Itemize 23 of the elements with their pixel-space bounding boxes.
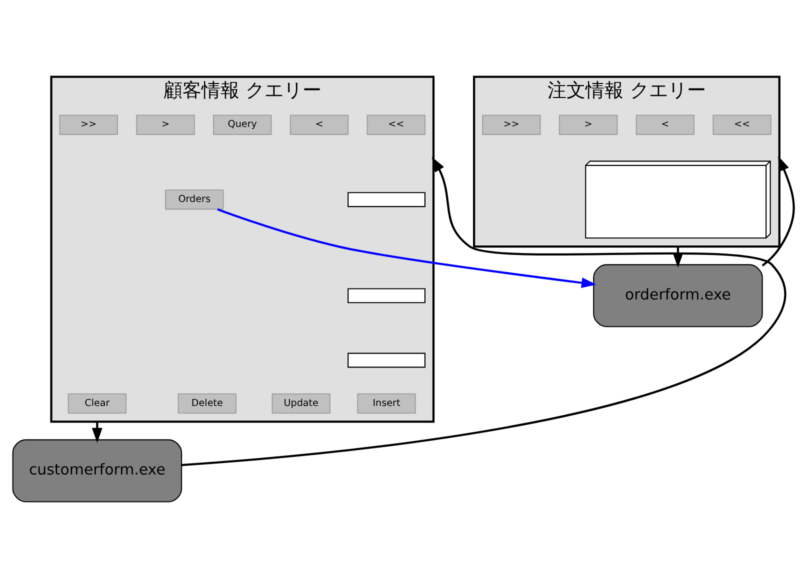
arrow — [217, 208, 596, 288]
node-box: Insert — [357, 393, 416, 414]
node-box: << — [712, 114, 772, 135]
node-box: Query — [213, 114, 272, 135]
arrow — [182, 156, 786, 466]
node-box: Delete — [178, 393, 237, 414]
arrow — [92, 422, 102, 443]
node-box: Update — [272, 393, 330, 414]
node-box: << — [366, 114, 426, 135]
node-box: > — [558, 114, 618, 135]
node-box: Orders — [164, 189, 224, 210]
node-box: orderform.exe — [593, 264, 763, 328]
node-box: customerform.exe — [12, 439, 182, 502]
node-box: > — [136, 114, 195, 135]
node-box: >> — [482, 114, 541, 135]
node-box: < — [636, 114, 695, 135]
node-box — [348, 192, 426, 208]
node-box: Clear — [68, 393, 127, 414]
node-box: >> — [59, 114, 118, 135]
arrow — [762, 156, 795, 267]
node-box — [348, 352, 426, 368]
node-box — [348, 288, 426, 304]
node-box: < — [290, 114, 349, 135]
